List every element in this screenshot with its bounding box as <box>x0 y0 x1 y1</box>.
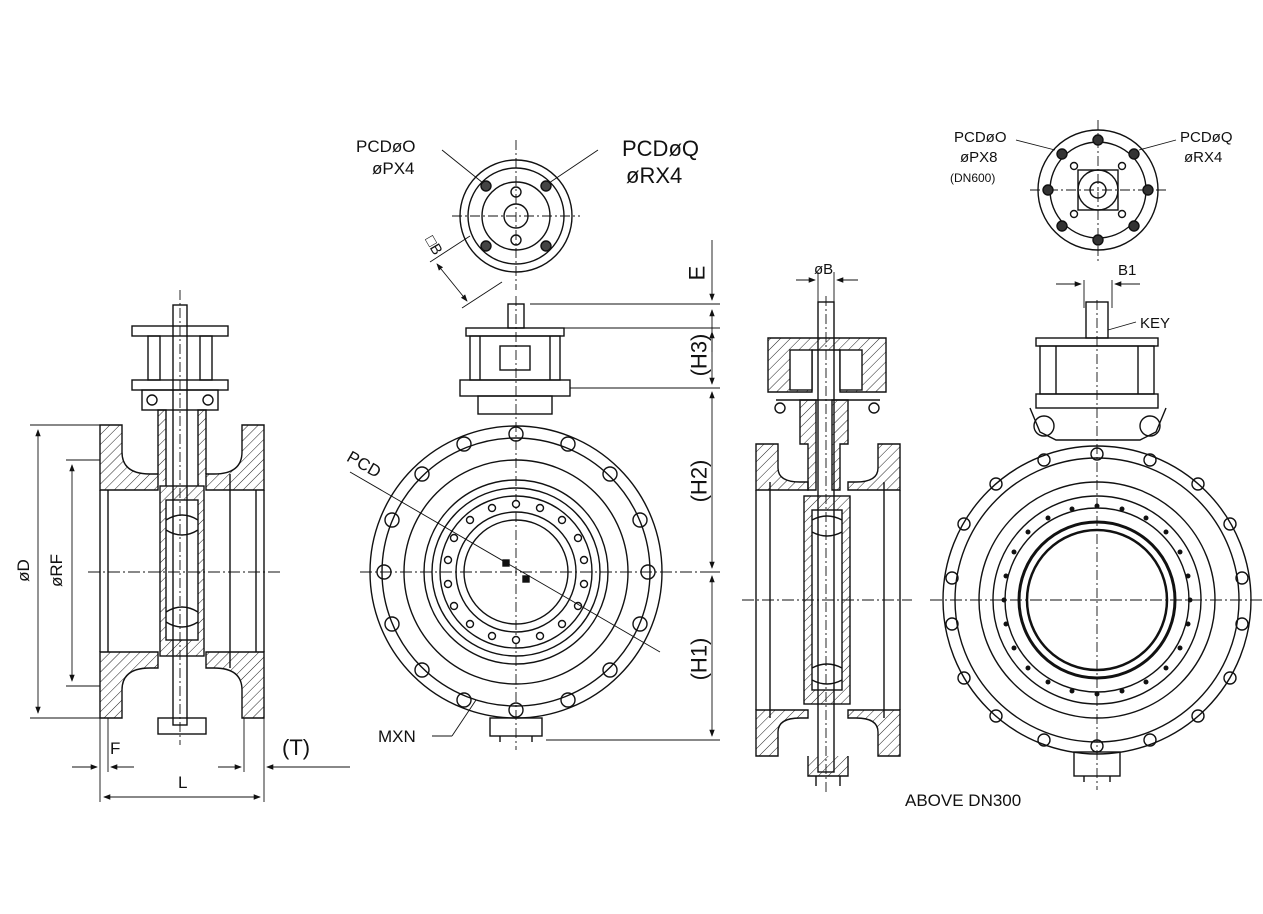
label-pcd-q: PCDøQ <box>622 136 699 161</box>
large-front-view <box>930 120 1263 790</box>
label-px4: øPX4 <box>372 159 415 178</box>
dim-label-h1: (H1) <box>686 637 712 681</box>
dim-label-h2: (H2) <box>686 459 712 503</box>
side-left-flange <box>99 424 159 491</box>
label-large-pcd-q: PCDøQ <box>1180 129 1233 146</box>
front-body <box>349 425 700 742</box>
dim-label-l: L <box>178 773 188 792</box>
dim-label-f: F <box>110 739 121 758</box>
large-inner-bolts <box>1001 503 1193 697</box>
label-rx4: øRX4 <box>626 163 683 188</box>
inner-seat-bolts <box>443 499 589 645</box>
dim-label-h3: (H3) <box>686 333 712 377</box>
caption-above-dn300: ABOVE DN300 <box>905 791 1022 810</box>
dim-label-b: øB <box>814 261 834 278</box>
label-pcd-o: PCDøO <box>356 137 416 156</box>
side-section-view <box>30 290 350 802</box>
large-section-view <box>742 272 912 795</box>
label-mxn: MXN <box>378 727 416 746</box>
front-vertical-dims <box>530 240 720 741</box>
dim-label-e: E <box>684 265 710 281</box>
label-large-pcd-o: PCDøO <box>954 129 1007 146</box>
label-large-px8: øPX8 <box>960 149 998 166</box>
label-large-dn600: (DN600) <box>950 171 996 185</box>
dim-label-d: øD <box>13 559 33 582</box>
side-right-flange <box>205 424 265 491</box>
top-flange-plan <box>429 140 599 309</box>
large-top-flange-plan <box>1015 120 1177 262</box>
outer-bolt-holes <box>376 426 656 718</box>
dim-label-rf: øRF <box>47 553 67 588</box>
front-bracket <box>459 296 571 750</box>
dim-label-b1: B1 <box>1118 262 1137 279</box>
label-key: KEY <box>1140 315 1171 332</box>
front-view <box>349 140 720 750</box>
side-top-plate <box>131 325 229 337</box>
large-outer-bolts <box>945 447 1249 753</box>
label-large-rx4: øRX4 <box>1184 149 1223 166</box>
dim-label-t: (T) <box>282 735 311 760</box>
